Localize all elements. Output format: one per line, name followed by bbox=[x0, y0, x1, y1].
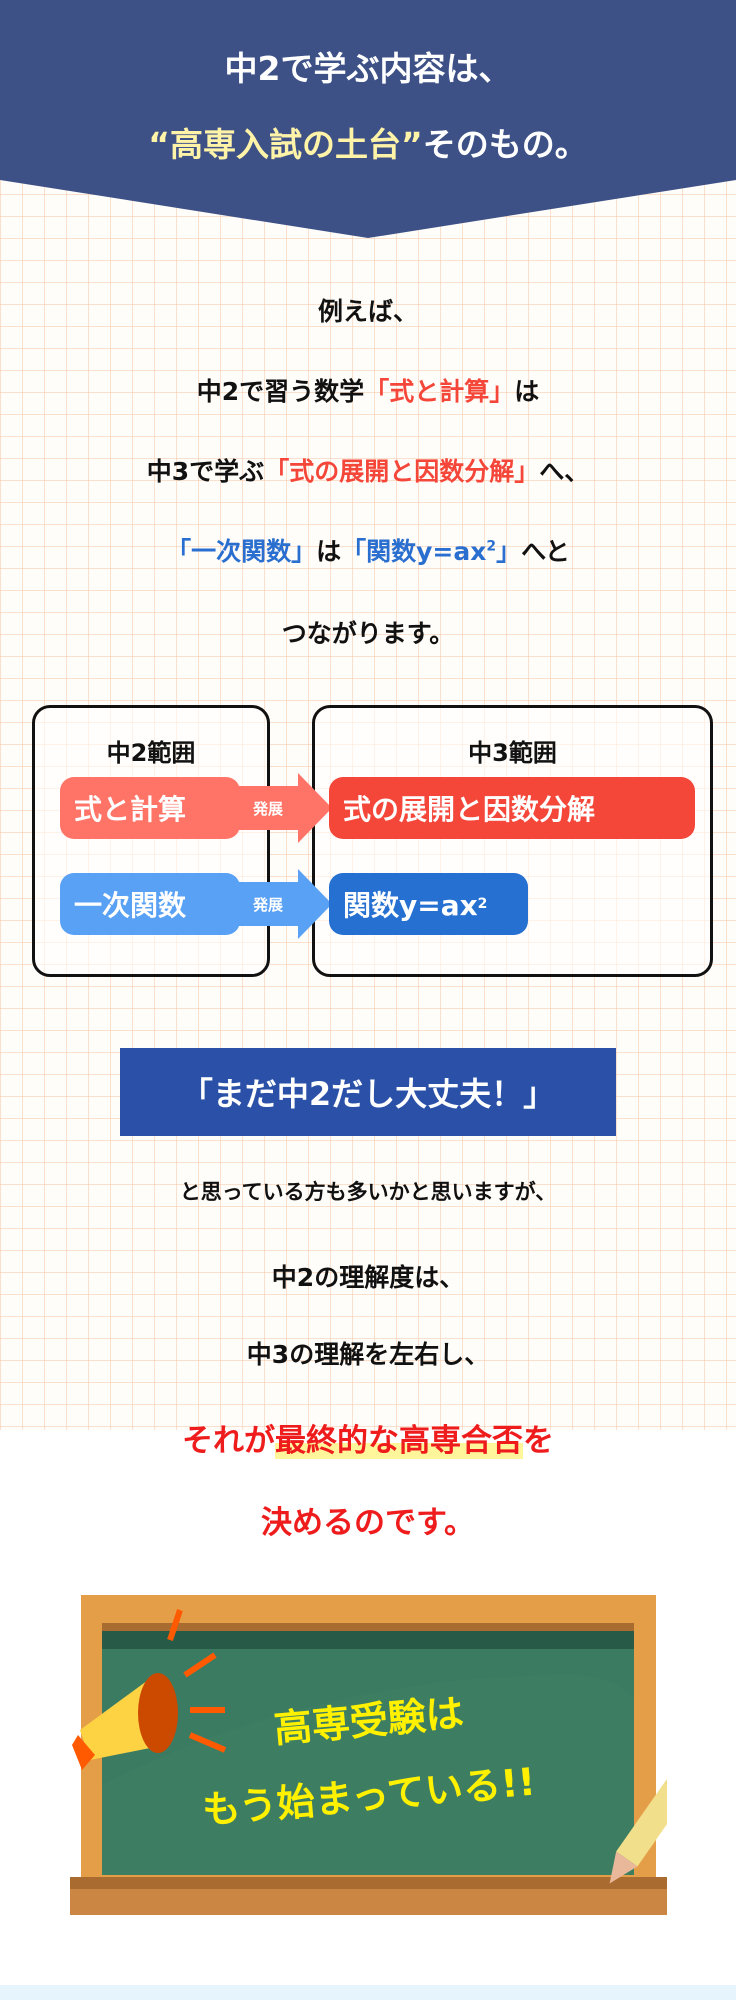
text: を bbox=[523, 1423, 554, 1459]
header-rest: そのもの。 bbox=[422, 125, 588, 164]
text: 中3で学ぶ bbox=[146, 457, 265, 486]
grade3-title: 中3範囲 bbox=[468, 739, 557, 767]
intro-line1: 例えば、 bbox=[317, 297, 418, 326]
text: それが bbox=[182, 1423, 275, 1459]
text: 「関数y=ax bbox=[341, 537, 487, 566]
intro-line3: 中3で学ぶ「式の展開と因数分解」へ、 bbox=[0, 452, 736, 488]
red-term: 「式と計算」 bbox=[364, 377, 515, 406]
megaphone-icon bbox=[72, 1609, 227, 1770]
blue-term: 「一次関数」 bbox=[166, 537, 317, 566]
text: は bbox=[514, 377, 540, 406]
header-banner bbox=[0, 0, 736, 238]
body-p3: 中3の理解を左右し、 bbox=[246, 1340, 490, 1369]
grade2-title: 中2範囲 bbox=[106, 739, 196, 767]
develop-arrow: 発展 bbox=[238, 773, 332, 843]
highlight-text: 最終的な高専合否 bbox=[275, 1423, 523, 1459]
text: へと bbox=[521, 537, 570, 566]
topic-linear-function: 一次関数 bbox=[60, 873, 240, 935]
chalkboard-illustration: 高専受験は もう始まっている!! bbox=[70, 1595, 705, 1920]
text: 関数y=ax bbox=[343, 889, 478, 922]
header-line2: “高専入試の土台”そのもの。 bbox=[0, 118, 736, 166]
blue-term: 「関数y=ax2」 bbox=[341, 537, 521, 566]
arrow-label: 発展 bbox=[238, 882, 298, 926]
arrow-label: 発展 bbox=[238, 786, 298, 830]
develop-arrow: 発展 bbox=[238, 869, 332, 939]
body-p2: 中2の理解度は、 bbox=[271, 1263, 465, 1292]
body-p1: と思っている方も多いかと思いますが、 bbox=[179, 1180, 557, 1204]
quote-banner: 「まだ中2だし大丈夫！」 bbox=[120, 1048, 616, 1136]
intro-line4: 「一次関数」は「関数y=ax2」へと bbox=[0, 532, 736, 568]
text: 」 bbox=[496, 537, 522, 566]
superscript: 2 bbox=[477, 896, 488, 912]
header-highlight: “高専入試の土台” bbox=[148, 125, 423, 164]
body-p4: それが最終的な高専合否を bbox=[0, 1415, 736, 1460]
header-line1: 中2で学ぶ内容は、 bbox=[224, 49, 512, 88]
topic-factorization: 式の展開と因数分解 bbox=[329, 777, 695, 839]
arrow-head bbox=[298, 773, 332, 843]
intro-line2: 中2で習う数学「式と計算」は bbox=[0, 372, 736, 408]
text: 中2で習う数学 bbox=[196, 377, 365, 406]
body-p5: 決めるのです。 bbox=[261, 1505, 475, 1541]
intro-line5: つながります。 bbox=[281, 619, 455, 648]
next-section-edge bbox=[0, 1985, 736, 2000]
superscript: 2 bbox=[486, 538, 497, 555]
red-term: 「式の展開と因数分解」 bbox=[264, 457, 540, 486]
text: へ、 bbox=[539, 457, 590, 486]
text: は bbox=[316, 537, 342, 566]
arrow-head bbox=[298, 869, 332, 939]
topic-expressions: 式と計算 bbox=[60, 777, 240, 839]
